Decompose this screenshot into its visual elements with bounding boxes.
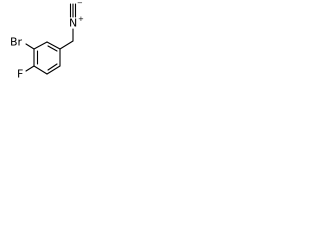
nitrogen-charge-label: + <box>78 15 84 23</box>
fluorine-bond <box>25 65 35 72</box>
fluorine-label: F <box>17 68 23 81</box>
bromine-label: Br <box>10 36 23 49</box>
ring-bond-top-left <box>33 41 48 50</box>
ring-double-bond-top-right <box>47 45 58 52</box>
molecule-structure: Br F N + − <box>10 0 84 81</box>
nitrogen-label: N <box>69 17 77 30</box>
ring-bond-bottom-left <box>33 65 48 75</box>
ring-double-bond-bottom-right <box>47 63 58 71</box>
ring-bond-top-right <box>46 41 61 50</box>
terminal-carbon-charge-label: − <box>77 0 83 7</box>
methylene-bond <box>59 40 74 50</box>
ring-bond-bottom-right <box>46 65 61 75</box>
bromine-bond <box>25 43 35 50</box>
